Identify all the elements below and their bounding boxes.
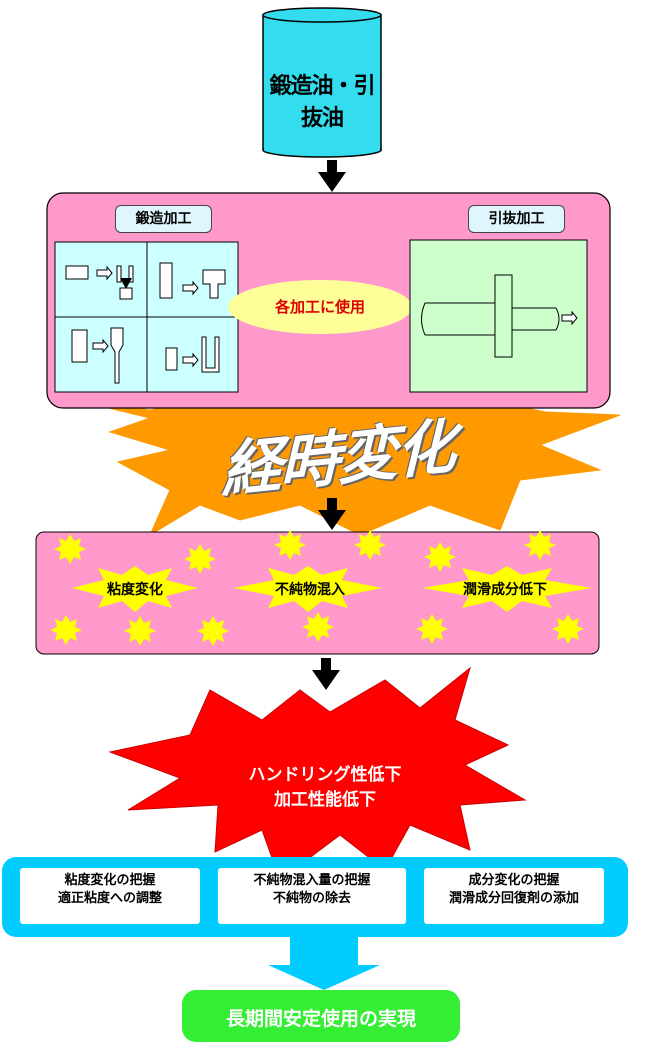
degradation-item-contamination: 不純物混入 bbox=[275, 582, 345, 598]
control-line-2: 適正粘度への調整 bbox=[57, 891, 162, 906]
drum-label: 鍛造油・引抜油 bbox=[269, 74, 375, 131]
degradation-item-viscosity: 粘度変化 bbox=[107, 582, 163, 598]
usage-label: 各加工に使用 bbox=[274, 298, 365, 316]
forging-diagram bbox=[54, 241, 239, 393]
forging-title: 鍛造加工 bbox=[115, 205, 212, 233]
drawing-diagram bbox=[409, 239, 588, 393]
drawing-title: 引抜加工 bbox=[468, 205, 565, 233]
result-label: 長期間安定使用の実現 bbox=[225, 1008, 416, 1030]
control-line-2: 不純物の除去 bbox=[272, 891, 351, 906]
control-box-lubricity: 成分変化の把握 潤滑成分回復剤の添加 bbox=[424, 868, 604, 924]
degradation-item-lubricity: 潤滑成分低下 bbox=[463, 582, 547, 598]
decorative-stars bbox=[50, 530, 592, 646]
impact-burst-shape bbox=[108, 666, 527, 881]
impact-line-1: ハンドリング性低下 bbox=[248, 765, 402, 785]
usage-ellipse bbox=[228, 280, 412, 334]
control-box-viscosity: 粘度変化の把握 適正粘度への調整 bbox=[20, 868, 200, 924]
down-arrow-icon bbox=[312, 658, 340, 690]
control-line-1: 不純物混入量の把握 bbox=[253, 873, 371, 888]
impact-line-2: 加工性能低下 bbox=[274, 790, 376, 810]
down-arrow-icon bbox=[318, 498, 346, 530]
control-line-1: 成分変化の把握 bbox=[468, 873, 560, 888]
oil-drum-icon bbox=[262, 7, 382, 158]
down-arrow-icon bbox=[318, 160, 346, 192]
result-shape bbox=[182, 990, 460, 1042]
control-line-2: 潤滑成分回復剤の添加 bbox=[448, 891, 579, 906]
down-arrow-icon bbox=[268, 937, 380, 990]
control-line-1: 粘度変化の把握 bbox=[64, 873, 156, 888]
control-box-contamination: 不純物混入量の把握 不純物の除去 bbox=[218, 868, 406, 924]
